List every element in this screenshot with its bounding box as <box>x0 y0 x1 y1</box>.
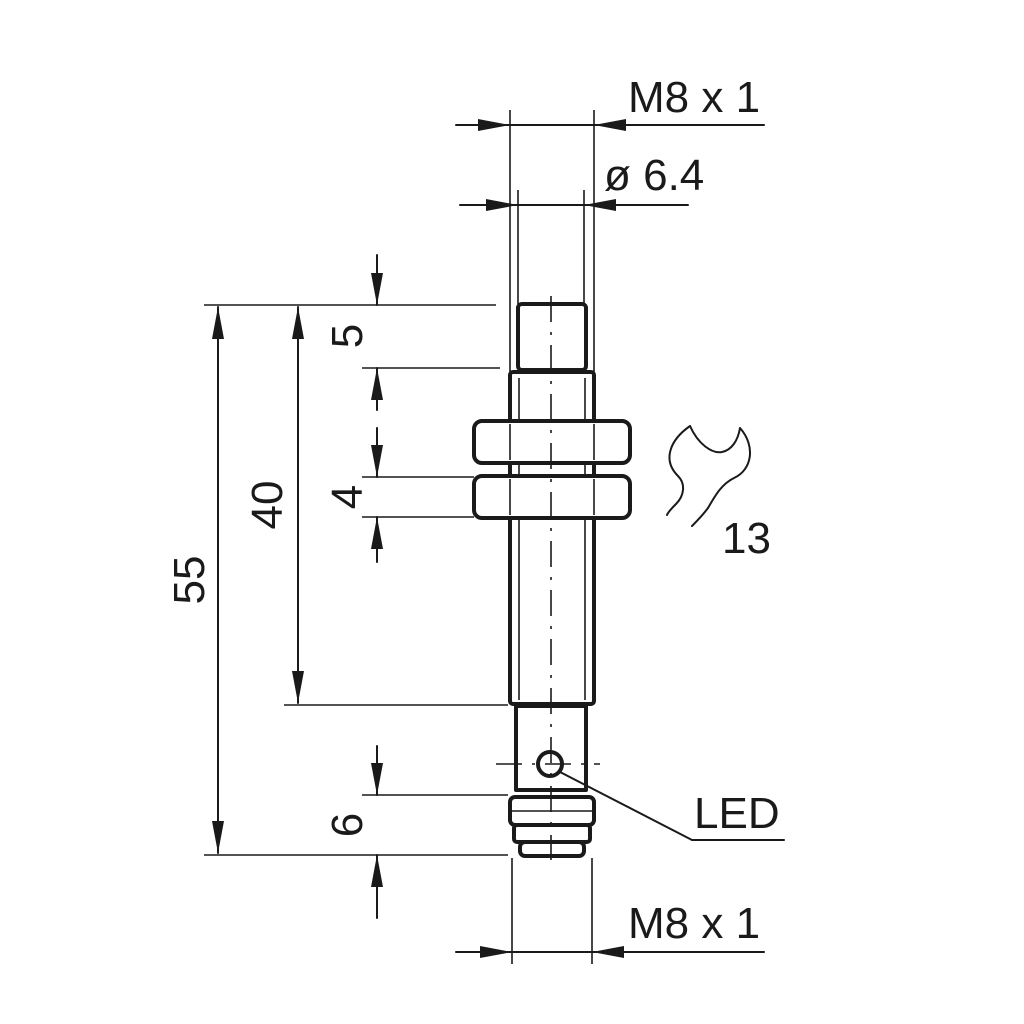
label-thread-bottom: M8 x 1 <box>628 899 760 948</box>
dim-55 <box>212 306 224 854</box>
sensor-body <box>472 302 632 858</box>
label-dim-55: 55 <box>165 556 214 605</box>
dim-6 <box>371 745 383 919</box>
dim-40 <box>292 306 304 704</box>
label-diameter: ø 6.4 <box>604 151 704 200</box>
dim-thread-top <box>455 110 765 372</box>
label-dim-6: 6 <box>323 813 372 837</box>
dim-4 <box>371 427 383 563</box>
label-led: LED <box>694 789 780 838</box>
sensing-face <box>516 302 588 372</box>
label-dim-5: 5 <box>323 324 372 348</box>
dim-5 <box>371 254 383 411</box>
label-dim-4: 4 <box>323 485 372 509</box>
wrench-icon <box>666 425 752 527</box>
hex-nut-top <box>472 419 632 465</box>
dim-diameter <box>459 190 689 304</box>
label-dim-40: 40 <box>243 481 292 530</box>
label-wrench-size: 13 <box>722 514 771 563</box>
label-thread-top: M8 x 1 <box>628 73 760 122</box>
dim-thread-bottom <box>455 858 765 964</box>
led-leader <box>559 771 785 841</box>
hex-nut-bottom <box>472 474 632 520</box>
